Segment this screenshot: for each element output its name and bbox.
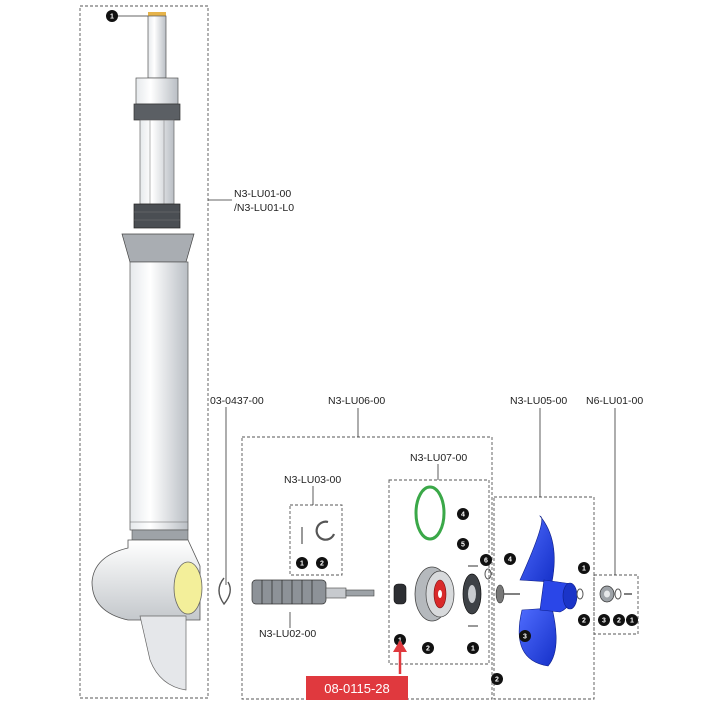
- svg-text:2: 2: [582, 618, 586, 625]
- marker-2-lu05-right: 2: [578, 614, 590, 626]
- marker-2-lu07: 2: [422, 642, 434, 654]
- svg-text:1: 1: [630, 618, 634, 625]
- svg-text:3: 3: [523, 634, 527, 641]
- svg-text:5: 5: [461, 542, 465, 549]
- group-box-n3-lu06: [241, 436, 493, 700]
- marker-2-lu03: 2: [316, 557, 328, 569]
- marker-2-lu05: 2: [491, 673, 503, 685]
- propeller: [495, 515, 584, 667]
- group-box-n6-lu01: [593, 574, 639, 635]
- marker-1-lu03: 1: [296, 557, 308, 569]
- group-box-n3-lu03: [289, 504, 343, 576]
- svg-text:2: 2: [426, 646, 430, 653]
- motor-column: [91, 12, 203, 691]
- marker-1-lu07-right: 1: [467, 642, 479, 654]
- svg-text:2: 2: [320, 561, 324, 568]
- marker-4-lu05: 4: [504, 553, 516, 565]
- svg-text:2: 2: [495, 677, 499, 684]
- label-n3-lu05: N3-LU05-00: [510, 395, 567, 407]
- svg-text:3: 3: [602, 618, 606, 625]
- marker-3-lu05: 3: [519, 630, 531, 642]
- label-n3-lu01-a: N3-LU01-00: [234, 188, 291, 200]
- svg-text:4: 4: [508, 557, 512, 564]
- callout-label: 08-0115-28: [324, 681, 390, 696]
- label-n3-lu06: N3-LU06-00: [328, 395, 385, 407]
- marker-4-lu07: 4: [457, 508, 469, 520]
- rotor-shaft: [251, 579, 375, 605]
- svg-text:1: 1: [471, 646, 475, 653]
- label-n3-lu07: N3-LU07-00: [410, 452, 467, 464]
- marker-1-top: 1: [106, 10, 118, 22]
- svg-text:1: 1: [300, 561, 304, 568]
- svg-text:6: 6: [484, 558, 488, 565]
- marker-3-n6: 3: [598, 614, 610, 626]
- marker-5-lu07: 5: [457, 538, 469, 550]
- marker-2-n6: 2: [613, 614, 625, 626]
- label-n3-lu01-b: /N3-LU01-L0: [234, 202, 294, 214]
- part-circlip-lu03: [315, 520, 336, 541]
- callout-box[interactable]: [306, 676, 408, 700]
- label-n3-lu03: N3-LU03-00: [284, 474, 341, 486]
- marker-1-n6: 1: [626, 614, 638, 626]
- svg-text:1: 1: [582, 566, 586, 573]
- part-callout[interactable]: 08-0115-28: [306, 640, 408, 700]
- label-03-0437: 03-0437-00: [210, 395, 264, 407]
- group-box-n3-lu07: [388, 479, 490, 665]
- svg-text:1: 1: [110, 14, 114, 21]
- marker-6-lu07: 6: [480, 554, 492, 566]
- seal-assembly: [393, 485, 492, 627]
- callout-arrow-head: [393, 640, 407, 652]
- label-n6-lu01: N6-LU01-00: [586, 395, 643, 407]
- nut-assembly: [599, 585, 632, 603]
- part-clip-0437: [218, 577, 231, 606]
- marker-1-lu05: 1: [578, 562, 590, 574]
- label-n3-lu02: N3-LU02-00: [259, 628, 316, 640]
- svg-text:2: 2: [617, 618, 621, 625]
- svg-text:4: 4: [461, 512, 465, 519]
